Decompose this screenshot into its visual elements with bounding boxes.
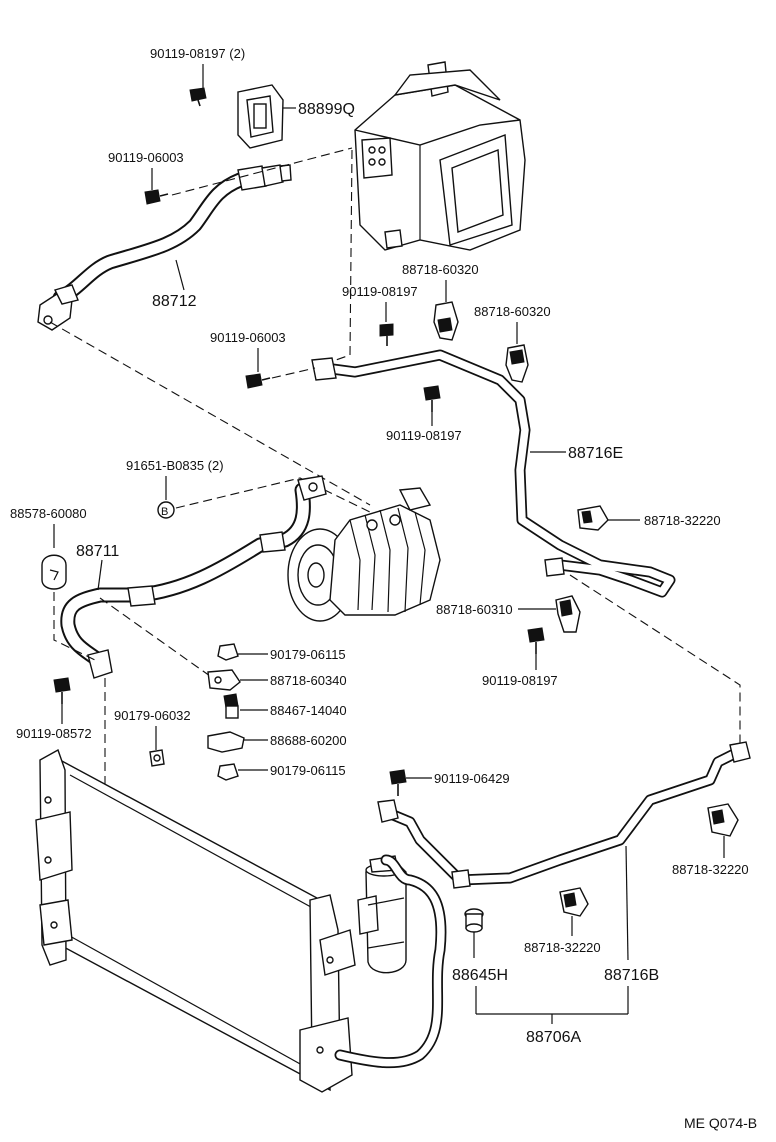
dash-tube-e-b: [569, 574, 741, 752]
dash-bolt-tube: [271, 367, 316, 379]
label-88716b: 88716B: [604, 967, 659, 984]
bolt-right: 90119-08197: [482, 627, 558, 688]
label-clamp-c: 88718-32220: [644, 513, 721, 528]
clamp-d: 88718-60310: [436, 595, 581, 633]
dash-evap-hose: [171, 147, 353, 196]
tube-receiver-condenser: [334, 854, 447, 1069]
label-bolt-right: 90119-08197: [482, 673, 558, 688]
label-88706a: 88706A: [526, 1029, 581, 1046]
label-clamp-g: 88718-32220: [524, 940, 601, 955]
label-88645h: 88645H: [452, 967, 508, 984]
bolt-top: 90119-08197 (2): [150, 46, 245, 107]
nut-1: 90179-06115: [217, 643, 346, 662]
label-88712: 88712: [152, 293, 197, 310]
bolt-b-mark: B: [161, 506, 168, 518]
dash-bolt-b: [175, 477, 371, 513]
switch-88645h: 88645H: [452, 908, 508, 984]
label-clamp-d: 88718-60310: [436, 602, 513, 617]
label-clamp-b: 88718-60320: [474, 304, 551, 319]
set-88706a: 88706A: [475, 986, 629, 1046]
hose-88711: 88711: [60, 475, 327, 679]
label-88899q: 88899Q: [298, 101, 355, 118]
label-cap: 88578-60080: [10, 506, 87, 521]
tube-88716e: 88716E: [311, 349, 676, 598]
bolt-mid: 90119-08197: [342, 284, 418, 346]
tube-88716b: [377, 741, 751, 889]
hose-88712: 88712: [37, 164, 292, 331]
switch-88467: 88467-14040: [223, 693, 347, 719]
label-bracket: 88688-60200: [270, 733, 347, 748]
label-bolt-tube: 90119-06003: [210, 330, 286, 345]
diagram-code: ME Q074-B: [684, 1115, 757, 1131]
bolt-under: 90119-08197: [386, 385, 462, 443]
clamp-c: 88718-32220: [577, 505, 721, 531]
label-88711: 88711: [76, 543, 119, 560]
label-bolt-top: 90119-08197 (2): [150, 46, 245, 61]
nut-2: 90179-06032: [114, 708, 191, 767]
label-nut-2: 90179-06032: [114, 708, 191, 723]
label-clamp-a: 88718-60320: [402, 262, 479, 277]
bracket-88688: 88688-60200: [207, 731, 347, 753]
label-nut-1: 90179-06115: [270, 647, 346, 662]
nut-3: 90179-06115: [217, 763, 346, 781]
cap-88578: 88578-60080: [10, 506, 87, 590]
dash-hose-compressor: [49, 321, 371, 506]
dash-cap: [53, 592, 96, 661]
clamp-b: 88718-60320: [474, 304, 551, 383]
clamp-f: 88718-32220: [672, 803, 749, 877]
bolt-hose-upper: 90119-06003: [108, 150, 184, 205]
label-bolt-under: 90119-08197: [386, 428, 462, 443]
clamp-a: 88718-60320: [402, 262, 479, 341]
clamp-e: 88718-60340: [207, 669, 347, 691]
label-bolt-b: 91651-B0835 (2): [126, 458, 224, 473]
compressor: [287, 487, 441, 622]
label-bolt-mid: 90119-08197: [342, 284, 418, 299]
dash-hose-clamp: [99, 597, 211, 677]
bolt-tube: 90119-06003: [210, 330, 286, 389]
packing-88899q: 88899Q: [237, 84, 355, 149]
label-clamp-e: 88718-60340: [270, 673, 347, 688]
condenser: [35, 748, 356, 1093]
bolt-receiver: 90119-06429: [389, 769, 510, 796]
bolt-b: 91651-B0835 (2) B: [126, 458, 224, 519]
label-switch: 88467-14040: [270, 703, 347, 718]
label-nut-3: 90179-06115: [270, 763, 346, 778]
label-clamp-f: 88718-32220: [672, 862, 749, 877]
clamp-g: 88718-32220: [524, 887, 601, 955]
bolt-lower-left: 90119-08572: [16, 677, 92, 741]
label-bolt-lower-left: 90119-08572: [16, 726, 92, 741]
evaporator-unit: [354, 61, 526, 251]
label-bolt-receiver: 90119-06429: [434, 771, 510, 786]
label-bolt-hose-upper: 90119-06003: [108, 150, 184, 165]
label-88716e: 88716E: [568, 445, 623, 462]
dash-evap-tube: [335, 149, 353, 361]
